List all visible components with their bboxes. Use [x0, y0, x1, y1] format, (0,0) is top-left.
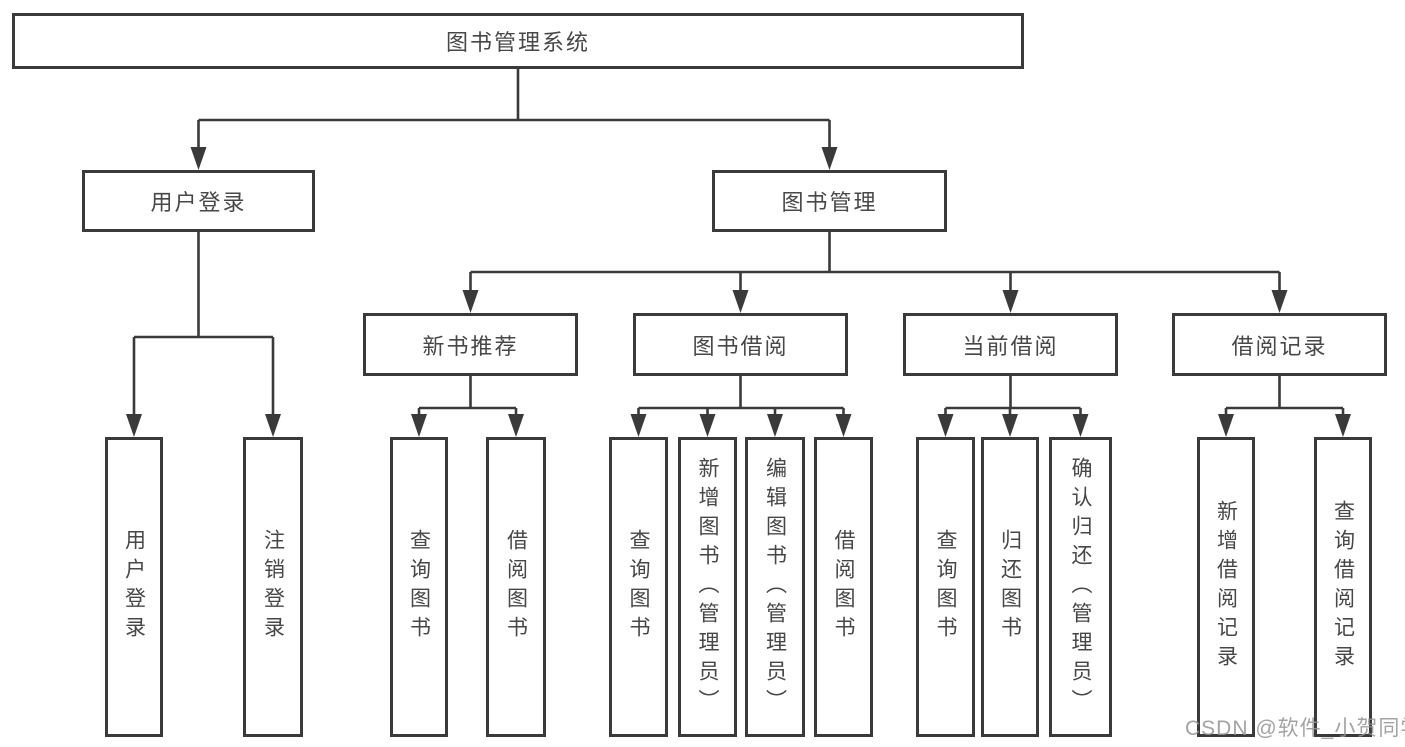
node-current-borrow-label: 当前借阅: [962, 333, 1059, 359]
node-login-leaf-label: 用户登录: [122, 529, 146, 645]
edge-book-management-to-children: [462, 232, 1288, 313]
node-nbr-query-books: 查询图书: [390, 437, 448, 737]
arrowhead: [462, 290, 479, 313]
node-login-leaf: 用户登录: [105, 437, 163, 737]
node-borrow-records: 借阅记录: [1172, 313, 1387, 376]
arrowhead: [1002, 414, 1018, 437]
node-new-book-recommend: 新书推荐: [363, 313, 578, 376]
arrowhead: [1072, 414, 1089, 437]
node-br-query-record: 查询借阅记录: [1314, 437, 1372, 737]
arrowhead: [630, 414, 647, 437]
node-current-borrow: 当前借阅: [903, 313, 1118, 376]
edge-user-login-to-children: [126, 232, 281, 437]
node-new-book-recommend-label: 新书推荐: [422, 333, 519, 359]
csdn-watermark: CSDN @软件_小贺同学: [1185, 717, 1405, 740]
node-cb-confirm-return-admin-label: 确认归还（管理员）: [1069, 456, 1092, 718]
edge-borrow-records-to-children: [1218, 376, 1351, 437]
edge-new-book-recommend-to-children: [411, 376, 524, 437]
node-book-borrow-label: 图书借阅: [692, 333, 789, 359]
arrowhead: [1218, 414, 1234, 437]
arrowhead: [937, 414, 954, 437]
node-logout-leaf-label: 注销登录: [261, 529, 285, 645]
node-nbr-query-books-label: 查询图书: [407, 529, 431, 645]
arrowhead: [821, 147, 838, 170]
arrowhead: [1335, 414, 1351, 437]
edge-root-to-level1: [190, 69, 838, 170]
node-book-borrow: 图书借阅: [633, 313, 848, 376]
arrowhead: [1271, 290, 1288, 313]
arrowhead: [265, 414, 281, 437]
node-br-add-record: 新增借阅记录: [1197, 437, 1255, 737]
node-cb-query-books-label: 查询图书: [934, 529, 957, 645]
arrowhead: [126, 414, 142, 437]
arrowhead: [411, 414, 427, 437]
node-root: 图书管理系统: [12, 13, 1024, 69]
node-cb-query-books: 查询图书: [916, 437, 975, 737]
node-borrow-records-label: 借阅记录: [1231, 333, 1328, 359]
node-bb-edit-books-admin-label: 编辑图书（管理员）: [763, 456, 787, 718]
arrowhead: [1002, 290, 1019, 313]
node-br-query-record-label: 查询借阅记录: [1331, 500, 1355, 674]
node-user-login-label: 用户登录: [150, 190, 247, 215]
node-root-label: 图书管理系统: [445, 30, 590, 55]
node-cb-confirm-return-admin: 确认归还（管理员）: [1049, 437, 1112, 737]
node-bb-query-books: 查询图书: [609, 437, 668, 737]
arrowhead: [767, 414, 783, 437]
node-cb-return-books-label: 归还图书: [998, 529, 1022, 645]
node-br-add-record-label: 新增借阅记录: [1214, 500, 1238, 674]
node-nbr-borrow-books-label: 借阅图书: [504, 529, 528, 645]
arrowhead: [732, 290, 749, 313]
edge-current-borrow-to-children: [937, 376, 1089, 437]
node-user-login: 用户登录: [82, 170, 315, 232]
node-logout-leaf: 注销登录: [243, 437, 303, 737]
node-nbr-borrow-books: 借阅图书: [486, 437, 546, 737]
node-bb-edit-books-admin: 编辑图书（管理员）: [745, 437, 805, 737]
edge-book-borrow-to-children: [630, 376, 852, 437]
arrowhead: [699, 414, 716, 437]
node-bb-add-books-admin-label: 新增图书（管理员）: [696, 456, 719, 718]
node-book-management-label: 图书管理: [781, 190, 878, 215]
arrowhead: [508, 414, 524, 437]
arrowhead: [835, 414, 852, 437]
node-bb-add-books-admin: 新增图书（管理员）: [678, 437, 737, 737]
node-bb-query-books-label: 查询图书: [627, 529, 650, 645]
node-cb-return-books: 归还图书: [981, 437, 1039, 737]
arrowhead: [190, 147, 207, 170]
node-bb-borrow-books: 借阅图书: [814, 437, 873, 737]
node-bb-borrow-books-label: 借阅图书: [832, 529, 855, 645]
node-book-management: 图书管理: [712, 170, 947, 232]
